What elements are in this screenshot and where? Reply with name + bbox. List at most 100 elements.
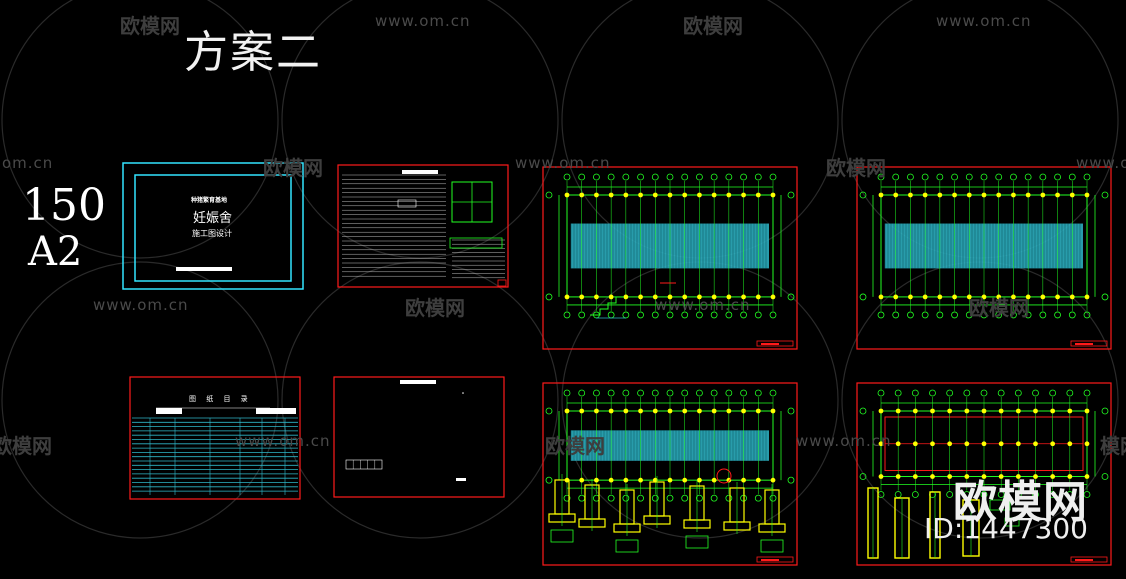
watermark-ring	[1, 261, 279, 539]
column	[741, 192, 746, 198]
grid-bubble	[1032, 389, 1039, 397]
grid-bubble	[740, 389, 747, 397]
grid-bubble	[754, 173, 762, 181]
grid-bubble	[563, 389, 571, 397]
column	[623, 192, 629, 198]
notes-title-bar	[402, 170, 438, 174]
grid-bubble	[997, 491, 1005, 498]
column	[697, 192, 702, 198]
grid-bubble	[637, 311, 644, 319]
grid-bubble	[1054, 311, 1061, 319]
column	[652, 294, 658, 300]
column	[682, 192, 688, 198]
column	[981, 474, 987, 479]
column	[638, 294, 643, 300]
watermark-site: www.om.cn	[796, 432, 892, 450]
column	[893, 192, 899, 198]
column	[755, 192, 761, 198]
grid-bubble	[787, 476, 795, 484]
door-window-title-bar	[400, 380, 436, 384]
grid-bubble	[1054, 173, 1061, 181]
column	[697, 408, 702, 414]
column	[608, 477, 614, 483]
column	[564, 294, 570, 300]
grid-bubble	[997, 389, 1005, 397]
grid-bubble	[681, 494, 689, 502]
column	[1050, 441, 1056, 447]
watermark-ring	[281, 261, 559, 539]
column	[579, 477, 585, 483]
grid-bubble	[622, 494, 630, 502]
door-window-frame	[333, 376, 505, 498]
grid-bubble	[1068, 173, 1076, 181]
column	[966, 294, 972, 300]
column	[1015, 474, 1021, 479]
paper-size-label: A2	[28, 229, 83, 275]
structure-node	[989, 499, 1011, 511]
grid-bubble	[911, 491, 919, 498]
drawing-index-title: 图 纸 目 录	[189, 395, 252, 403]
grid-bubble	[1101, 293, 1109, 301]
column	[1040, 192, 1046, 198]
cover-title-bar	[176, 267, 232, 271]
column	[998, 474, 1004, 479]
watermark-site: www.om.cn	[93, 296, 189, 314]
grid-bubble	[946, 389, 954, 397]
grid-bubble	[725, 311, 733, 319]
grid-bubble	[666, 494, 674, 502]
watermark-ring	[1, 0, 279, 259]
watermark-logo: 欧模网	[120, 14, 180, 38]
column	[1055, 192, 1060, 198]
column	[1015, 441, 1021, 447]
grid-bubble	[980, 491, 988, 498]
column	[623, 477, 629, 483]
column	[755, 477, 761, 483]
cover-outer-frame	[122, 162, 304, 290]
grid-bubble	[1049, 389, 1057, 397]
grid-bubble	[1010, 311, 1017, 319]
column	[1067, 441, 1073, 447]
grid-bubble	[622, 389, 630, 397]
column	[981, 408, 987, 414]
watermark-logo: 欧模网	[545, 434, 605, 458]
grid-bubble	[740, 173, 747, 181]
grid-bubble	[1066, 389, 1074, 397]
foundation-plan-sheet-frame	[542, 382, 798, 566]
door-window-note	[456, 478, 466, 481]
column	[770, 408, 776, 414]
grid-bubble	[681, 173, 689, 181]
column	[1084, 441, 1090, 447]
column	[579, 408, 585, 414]
column	[996, 294, 1002, 300]
column	[922, 294, 928, 300]
watermark-logo-fragment: 模网	[1100, 434, 1126, 458]
column	[908, 192, 913, 198]
foundation-details	[548, 468, 786, 553]
column	[682, 294, 688, 300]
column	[579, 294, 585, 300]
titleblock-fill	[1075, 559, 1093, 561]
column	[741, 408, 746, 414]
column	[770, 477, 776, 483]
watermark-site: www.om.cn	[235, 432, 331, 450]
notes-frame	[337, 164, 509, 288]
column	[711, 294, 717, 300]
watermark-site-fragment: om.cn	[2, 154, 54, 172]
column	[1011, 192, 1016, 198]
grid-bubble	[859, 191, 867, 199]
ground-floor-plan-sheet	[542, 166, 798, 350]
grid-bubble	[754, 494, 762, 502]
grid-bubble	[545, 476, 553, 484]
grid-bubble	[787, 191, 795, 199]
column	[947, 474, 953, 479]
column	[981, 294, 987, 300]
column	[608, 192, 614, 198]
grid-bubble	[1024, 311, 1032, 319]
grid-bubble	[1049, 491, 1057, 498]
grid-bubble	[710, 173, 718, 181]
grid-bubble	[696, 173, 703, 181]
grid-bubble	[859, 407, 867, 415]
column	[711, 192, 717, 198]
column	[947, 408, 953, 414]
